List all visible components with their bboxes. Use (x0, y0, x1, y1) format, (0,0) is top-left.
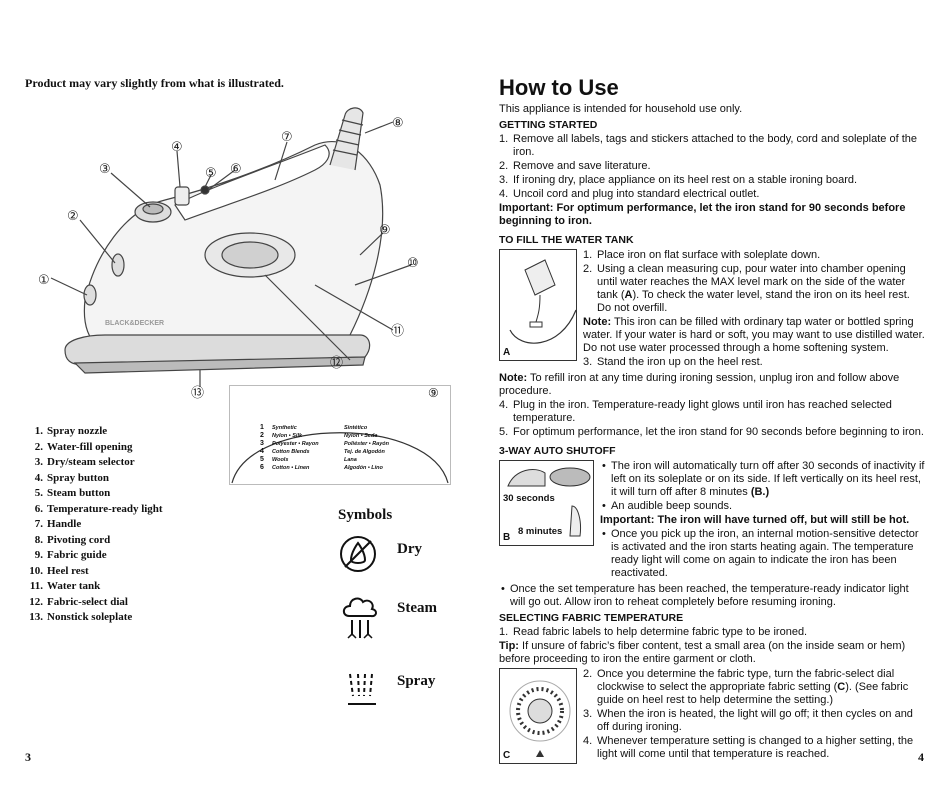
intro-text: This appliance is intended for household… (499, 103, 743, 115)
callout-11: ⑪ (391, 324, 404, 339)
caption-30-seconds: 30 seconds (503, 493, 555, 504)
parts-list-item: 12.Fabric-select dial (29, 595, 128, 608)
getting-started-step: 4.Uncoil cord and plug into standard ele… (499, 188, 760, 200)
brand-logo: BLACK&DECKER (105, 320, 164, 327)
parts-list-item: 4.Spray button (34, 471, 110, 484)
callout-6: ⑥ (230, 162, 242, 177)
auto-shutoff-row: 30 seconds 8 minutes B •The iron will au… (499, 460, 925, 581)
fill-tank-row: A 1.Place iron on flat surface with sole… (499, 249, 925, 370)
tip-text: Tip: If unsure of fabric’s fiber content… (499, 640, 906, 665)
parts-list-item: 10.Heel rest (29, 564, 89, 577)
auto-shutoff-text: •The iron will automatically turn off af… (600, 460, 925, 581)
temp-step-2: 2.Once you determine the fabric type, tu… (583, 668, 909, 706)
fabric-dial-figure (509, 680, 571, 757)
temp-step-1: 1.Read fabric labels to help determine f… (499, 626, 808, 638)
fill-step-5: 5.For optimum performance, let the iron … (499, 426, 924, 438)
getting-started-step: 2.Remove and save literature. (499, 160, 651, 172)
shutoff-bullet-1: •The iron will automatically turn off af… (602, 460, 925, 498)
callout-9: ⑨ (379, 223, 391, 238)
parts-list-item: 8.Pivoting cord (34, 533, 111, 546)
spray-icon (348, 673, 376, 705)
parts-list-item: 6.Temperature-ready light (34, 502, 163, 515)
spray-label: Spray (397, 673, 436, 689)
figure-b-label: B (503, 532, 511, 543)
page-number-left: 3 (25, 750, 31, 764)
fabric-temp-steps: 2.Once you determine the fabric type, tu… (583, 668, 925, 764)
getting-started-list: 1.Remove all labels, tags and stickers a… (499, 133, 925, 201)
parts-list-item: 1.Spray nozzle (34, 425, 108, 437)
fill-step-3: 3.Stand the iron up on the heel rest. (583, 356, 763, 368)
callout-8: ⑧ (392, 116, 404, 131)
fill-tank-steps: 1.Place iron on flat surface with solepl… (583, 249, 925, 370)
parts-list-item: 7.Handle (34, 518, 82, 530)
figure-b: 30 seconds 8 minutes B (499, 460, 594, 546)
figure-c-label: C (503, 750, 511, 761)
parts-list-item: 13.Nonstick soleplate (29, 611, 133, 623)
parts-list-item: 9.Fabric guide (34, 549, 107, 561)
steam-icon (342, 597, 377, 639)
fill-tank-heading: TO FILL THE WATER TANK (499, 234, 634, 246)
callout-7: ⑦ (281, 130, 293, 145)
symbols-title: Symbols (338, 507, 393, 523)
fabric-guide-callout: ⑨ (428, 386, 439, 400)
shutoff-bullet-4: •Once the set temperature has been reach… (501, 583, 909, 608)
getting-started-important: Important: For optimum performance, let … (499, 202, 906, 227)
figure-a: A (499, 249, 577, 361)
page-title: How to Use (499, 75, 619, 100)
callout-12: ⑫ (330, 356, 343, 371)
dry-icon (340, 536, 376, 572)
fabric-temp-heading: SELECTING FABRIC TEMPERATURE (499, 612, 684, 624)
parts-list-item: 2.Water-fill opening (34, 440, 133, 453)
how-to-use-section: How to Use This appliance is intended fo… (499, 76, 925, 766)
fabric-temp-row: C 2.Once you determine the fabric type, … (499, 668, 925, 764)
parts-list: 1.Spray nozzle 2.Water-fill opening 3.Dry/… (25, 424, 163, 626)
iron-illustration: BLACK&DECKER ① ② ③ ④ ⑤ ⑥ ⑦ ⑧ ⑨ ⑩ ⑪ ⑫ ⑬ (38, 107, 419, 400)
illustration-note: Product may vary slightly from what is i… (25, 76, 284, 90)
caption-8-minutes: 8 minutes (518, 526, 563, 537)
fill-step-4: 4.Plug in the iron. Temperature-ready li… (499, 399, 892, 424)
page-number-right: 4 (918, 750, 924, 764)
measuring-cup-figure (509, 259, 577, 344)
temp-step-4: 4.Whenever temperature setting is change… (583, 735, 914, 760)
getting-started-step: 3.If ironing dry, place appliance on its… (499, 174, 858, 186)
parts-list-item: 11.Water tank (29, 580, 101, 592)
callout-5: ⑤ (205, 166, 217, 181)
figure-c: C (499, 668, 577, 764)
getting-started-heading: GETTING STARTED (499, 119, 598, 131)
figure-a-label: A (503, 347, 511, 358)
callout-10: ⑩ (407, 256, 419, 271)
callout-13: ⑬ (191, 386, 204, 400)
callout-3: ③ (99, 162, 111, 177)
callout-4: ④ (171, 140, 183, 155)
refill-note: Note: To refill iron at any time during … (499, 372, 900, 397)
shutoff-bullet-3: •Once you pick up the iron, an internal … (602, 528, 919, 579)
auto-shutoff-figure (507, 467, 591, 537)
parts-list-item: 5.Steam button (34, 487, 111, 499)
steam-label: Steam (397, 600, 437, 616)
fill-step-2: 2.Using a clean measuring cup, pour wate… (583, 263, 910, 314)
callout-1: ① (38, 273, 50, 288)
shutoff-important: Important: The iron will have turned off… (600, 514, 910, 526)
fill-note: Note: This iron can be filled with ordin… (583, 316, 925, 354)
auto-shutoff-heading: 3-WAY AUTO SHUTOFF (499, 445, 616, 457)
dry-label: Dry (397, 541, 422, 557)
getting-started-step: 1.Remove all labels, tags and stickers a… (499, 133, 917, 158)
parts-list-item: 3.Dry/steam selector (34, 456, 135, 468)
temp-step-3: 3.When the iron is heated, the light wil… (583, 708, 913, 733)
callout-2: ② (67, 209, 79, 224)
fill-step-1: 1.Place iron on flat surface with solepl… (583, 249, 821, 261)
shutoff-bullet-2: •An audible beep sounds. (602, 500, 733, 512)
